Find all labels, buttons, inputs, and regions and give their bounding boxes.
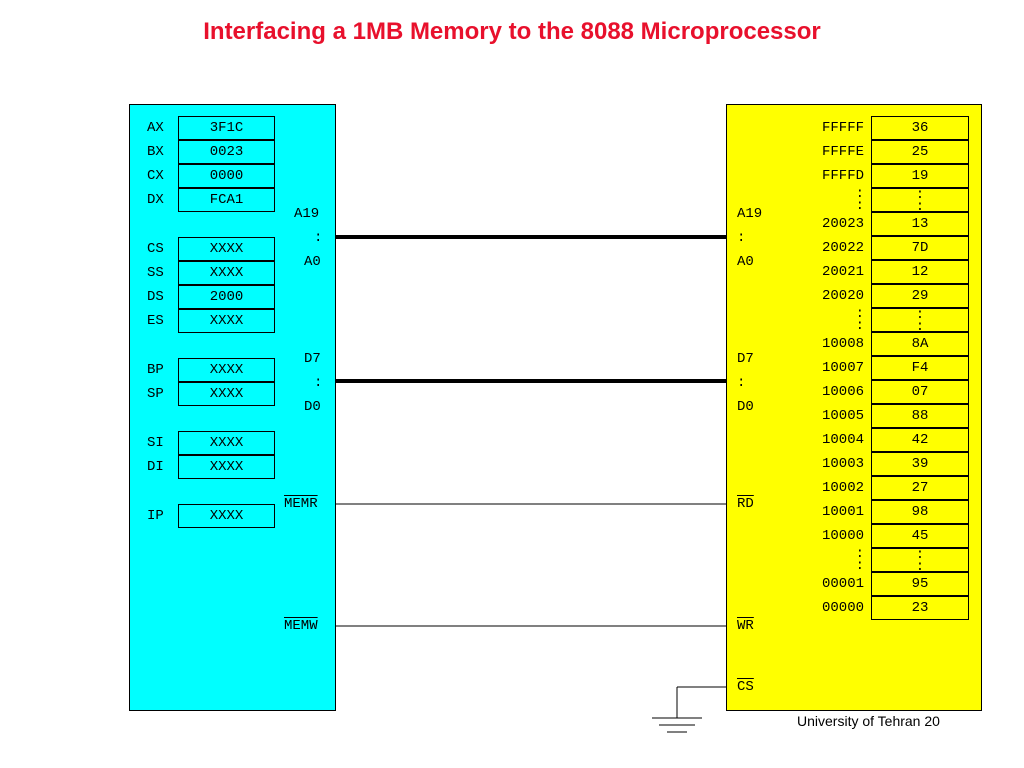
memory-address: FFFFD (821, 168, 864, 184)
memory-address: 10001 (821, 504, 864, 520)
register-value-di: XXXX (178, 455, 275, 479)
mem-pin-wr: WR (737, 618, 754, 634)
ground-symbol (652, 686, 726, 733)
memory-cell: 12 (871, 260, 969, 284)
cpu-pin-a0: A0 (304, 254, 321, 270)
register-label-cs: CS (147, 241, 164, 257)
memory-address-ellipsis: : : (855, 306, 864, 334)
mem-pin-a0: A0 (737, 254, 754, 270)
memory-cell: 7D (871, 236, 969, 260)
register-value-ip: XXXX (178, 504, 275, 528)
memory-address: 20022 (821, 240, 864, 256)
memory-address: 10008 (821, 336, 864, 352)
memory-address: 10007 (821, 360, 864, 376)
memory-cell-ellipsis: : : (871, 308, 969, 334)
register-value-es: XXXX (178, 309, 275, 333)
memory-cell: 13 (871, 212, 969, 236)
memory-cell: 27 (871, 476, 969, 500)
memory-address: 00000 (821, 600, 864, 616)
register-label-ax: AX (147, 120, 164, 136)
memory-address-ellipsis: : : (855, 546, 864, 574)
mem-pin-a19: A19 (737, 206, 763, 222)
cpu-pin-data-dots: : (314, 375, 323, 391)
mem-pin-d7: D7 (737, 351, 754, 367)
register-value-ax: 3F1C (178, 116, 275, 140)
memory-address: 10003 (821, 456, 864, 472)
memory-cell: 07 (871, 380, 969, 404)
mem-pin-d0: D0 (737, 399, 754, 415)
mem-pin-addr-dots: : (737, 230, 746, 246)
register-label-sp: SP (147, 386, 164, 402)
register-label-es: ES (147, 313, 164, 329)
memory-cell: 88 (871, 404, 969, 428)
cpu-pin-d7: D7 (304, 351, 321, 367)
memory-address: 10000 (821, 528, 864, 544)
memory-address: 10006 (821, 384, 864, 400)
register-value-si: XXXX (178, 431, 275, 455)
memory-cell: 45 (871, 524, 969, 548)
register-value-ss: XXXX (178, 261, 275, 285)
memory-address: 10005 (821, 408, 864, 424)
memory-address-ellipsis: : : (855, 186, 864, 214)
register-label-bx: BX (147, 144, 164, 160)
register-label-ss: SS (147, 265, 164, 281)
memory-cell: 8A (871, 332, 969, 356)
mem-pin-cs: CS (737, 679, 754, 695)
memory-address: 10002 (821, 480, 864, 496)
register-label-bp: BP (147, 362, 164, 378)
memory-cell: 25 (871, 140, 969, 164)
footer-text: University of Tehran 20 (797, 713, 940, 729)
memory-cell: 19 (871, 164, 969, 188)
register-label-si: SI (147, 435, 164, 451)
memory-cell-ellipsis: : : (871, 548, 969, 574)
register-value-cx: 0000 (178, 164, 275, 188)
memory-cell: 36 (871, 116, 969, 140)
memory-cell: 42 (871, 428, 969, 452)
register-value-sp: XXXX (178, 382, 275, 406)
memory-address: 20021 (821, 264, 864, 280)
memory-cell: F4 (871, 356, 969, 380)
memory-cell: 29 (871, 284, 969, 308)
register-value-ds: 2000 (178, 285, 275, 309)
memory-address: 10004 (821, 432, 864, 448)
cpu-pin-memr: MEMR (284, 496, 318, 512)
memory-address: 00001 (821, 576, 864, 592)
register-value-bx: 0023 (178, 140, 275, 164)
slide-title: Interfacing a 1MB Memory to the 8088 Mic… (203, 18, 821, 45)
cpu-pin-d0: D0 (304, 399, 321, 415)
memory-address: 20023 (821, 216, 864, 232)
register-value-cs: XXXX (178, 237, 275, 261)
register-label-cx: CX (147, 168, 164, 184)
cpu-pin-addr-dots: : (314, 230, 323, 246)
register-value-dx: FCA1 (178, 188, 275, 212)
memory-address: FFFFE (821, 144, 864, 160)
memory-cell: 98 (871, 500, 969, 524)
register-label-dx: DX (147, 192, 164, 208)
memory-cell: 95 (871, 572, 969, 596)
cpu-pin-a19: A19 (294, 206, 320, 222)
register-value-bp: XXXX (178, 358, 275, 382)
memory-cell: 39 (871, 452, 969, 476)
register-label-ds: DS (147, 289, 164, 305)
memory-cell: 23 (871, 596, 969, 620)
mem-pin-rd: RD (737, 496, 754, 512)
cpu-pin-memw: MEMW (284, 618, 318, 634)
memory-address: FFFFF (821, 120, 864, 136)
mem-pin-data-dots: : (737, 375, 746, 391)
memory-address: 20020 (821, 288, 864, 304)
memory-cell-ellipsis: : : (871, 188, 969, 214)
register-label-ip: IP (147, 508, 164, 524)
register-label-di: DI (147, 459, 164, 475)
